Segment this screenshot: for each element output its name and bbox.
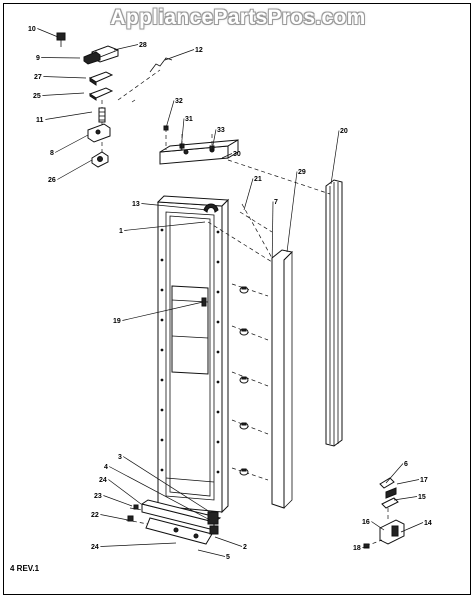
leader-line	[37, 28, 59, 38]
hinge-pin-icon	[98, 100, 106, 128]
part-number-label: 10	[28, 26, 36, 33]
leader-line	[109, 466, 211, 521]
lower-right-hinge-assembly	[363, 477, 405, 549]
part-number-label: 1	[119, 228, 123, 235]
part-number-label: 14	[424, 520, 432, 527]
door-liner-frame	[156, 195, 230, 514]
leader-line	[214, 536, 243, 547]
revision-label: 4 REV.1	[10, 564, 40, 573]
leader-line	[55, 134, 89, 153]
leader-line	[43, 76, 87, 79]
leader-line	[124, 221, 206, 231]
part-number-label: 22	[91, 512, 99, 519]
leader-line	[141, 203, 209, 211]
part-number-label: 12	[195, 47, 203, 54]
leader-line	[164, 49, 195, 61]
part-number-label: 30	[233, 151, 241, 158]
part-number-label: 11	[36, 117, 44, 124]
leader-line	[100, 542, 177, 547]
part-number-label: 24	[91, 544, 99, 551]
leader-line	[165, 100, 175, 129]
leader-line	[286, 171, 298, 253]
part-number-label: 5	[226, 554, 230, 561]
part-number-label: 23	[94, 493, 102, 500]
watermark-text: AppliancePartsPros.com	[110, 6, 366, 29]
part-number-label: 2	[243, 544, 247, 551]
leader-line	[45, 111, 93, 120]
leader-line	[385, 463, 404, 484]
part-number-label: 8	[50, 150, 54, 157]
retainer-button-icon	[239, 286, 249, 476]
part-number-label: 26	[48, 177, 56, 184]
leader-line	[221, 153, 233, 159]
dispenser-opening	[171, 285, 209, 375]
leader-line	[362, 546, 369, 548]
part-number-label: 25	[33, 93, 41, 100]
bottom-hinge-assembly	[125, 499, 222, 545]
part-number-label: 21	[254, 176, 262, 183]
part-number-label: 33	[217, 127, 225, 134]
leader-line	[393, 496, 418, 501]
part-number-label: 13	[132, 201, 140, 208]
part-number-label: 17	[420, 477, 428, 484]
leader-line	[41, 57, 81, 59]
leader-line	[211, 129, 217, 151]
part-number-label: 16	[362, 519, 370, 526]
part-number-label: 29	[298, 169, 306, 176]
leader-line	[57, 159, 93, 180]
part-number-label: 18	[353, 545, 361, 552]
leader-line	[243, 178, 254, 211]
part-number-label: 9	[36, 55, 40, 62]
part-number-label: 7	[274, 199, 278, 206]
upper-hinge-assembly	[56, 32, 119, 168]
part-number-label: 27	[34, 74, 42, 81]
leader-line	[42, 92, 85, 96]
leader-line	[197, 549, 226, 557]
part-number-label: 20	[340, 128, 348, 135]
part-number-label: 4	[104, 464, 108, 471]
part-number-label: 24	[99, 477, 107, 484]
part-number-label: 32	[175, 98, 183, 105]
hinge-cap-icon	[83, 51, 101, 65]
leader-line	[123, 456, 211, 513]
leader-line	[108, 479, 142, 505]
part-number-label: 28	[139, 42, 147, 49]
leader-line	[396, 479, 420, 485]
door-side-trim	[271, 249, 294, 509]
leader-line	[103, 495, 133, 507]
hinge-screw-icon	[56, 32, 66, 47]
part-number-label: 6	[404, 461, 408, 468]
leader-line	[113, 44, 139, 51]
wire-harness-icon	[149, 57, 173, 73]
leader-line	[100, 514, 129, 521]
part-number-label: 15	[418, 494, 426, 501]
leader-line	[180, 118, 185, 151]
door-gasket	[325, 179, 343, 447]
frame-rivets	[160, 228, 220, 474]
leader-line	[330, 130, 340, 185]
part-number-label: 31	[185, 116, 193, 123]
part-number-label: 3	[118, 454, 122, 461]
leader-lines	[37, 28, 424, 557]
leader-line	[400, 522, 424, 533]
leader-line	[371, 521, 385, 531]
top-cap-assembly	[159, 125, 239, 165]
part-number-label: 19	[113, 318, 121, 325]
leader-line	[271, 201, 274, 271]
shelf-retainer-buttons	[207, 211, 273, 481]
leader-line	[122, 301, 204, 321]
